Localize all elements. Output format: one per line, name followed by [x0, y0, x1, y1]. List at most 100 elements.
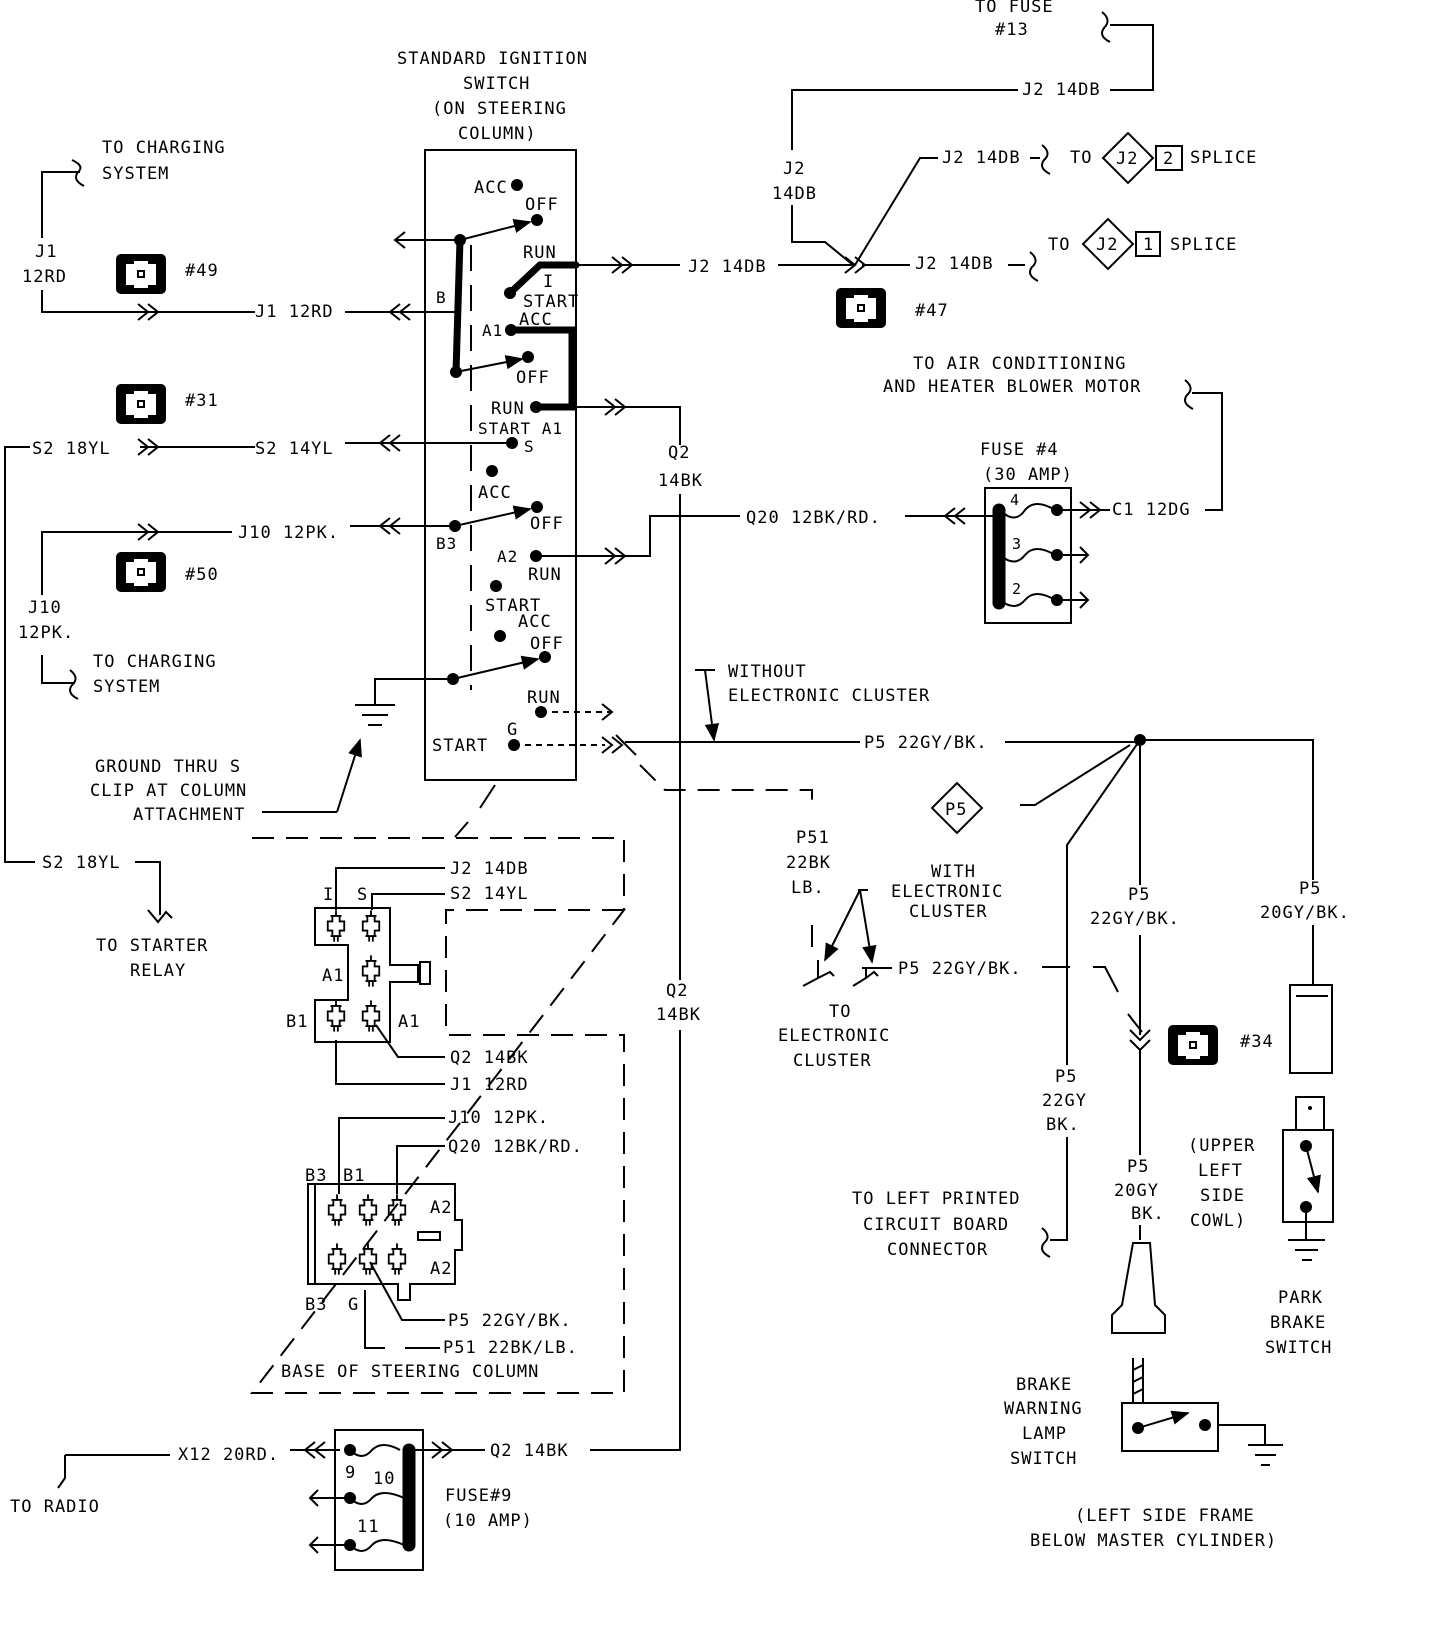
wire-label: J1 [35, 242, 57, 262]
park-brake-label: PARK [1278, 1288, 1323, 1308]
wire-label: 12RD [22, 267, 67, 287]
brake-warning-switch: BRAKE WARNING LAMP SWITCH [1004, 1242, 1283, 1469]
wire-label: J1 12RD [255, 302, 334, 322]
park-brake-label: BRAKE [1270, 1313, 1326, 1333]
wire-label: J2 14DB [942, 148, 1021, 168]
wire-label: S2 18YL [32, 439, 111, 459]
label-start-a1: START A1 [478, 419, 563, 438]
wire-label: Q2 14BK [490, 1441, 569, 1461]
label-acc: ACC [519, 310, 553, 330]
cowl-label: (UPPER [1188, 1136, 1255, 1156]
switch-title: STANDARD IGNITION [397, 49, 588, 69]
wire-label: S2 14YL [255, 439, 334, 459]
label-run: RUN [491, 399, 525, 419]
connector-50: #50 [185, 565, 219, 585]
park-brake-switch: PARK BRAKE SWITCH [1265, 984, 1334, 1358]
connector-47: #47 [915, 301, 949, 321]
pin-a2: A2 [430, 1259, 452, 1279]
fuse-slot: 3 [1012, 535, 1022, 553]
fuse-rating: (30 AMP) [983, 465, 1073, 485]
fuse-slot: 2 [1012, 580, 1022, 598]
wire-label: 12PK. [18, 623, 74, 643]
park-brake-label: SWITCH [1265, 1338, 1332, 1358]
starter-relay-label: RELAY [130, 961, 186, 981]
blower-label: TO AIR CONDITIONING [913, 354, 1126, 374]
label-run: RUN [527, 688, 561, 708]
with-cluster-label: CLUSTER [909, 902, 988, 922]
label-s: S [524, 437, 535, 456]
label-start: START [523, 292, 579, 312]
splice-number: 2 [1163, 149, 1174, 169]
ground-note: ATTACHMENT [133, 805, 245, 825]
printed-board-label: CIRCUIT BOARD [863, 1215, 1009, 1235]
pin-b1: B1 [286, 1012, 308, 1032]
wire-label: P5 [1127, 1157, 1149, 1177]
splice-label: SPLICE [1190, 148, 1257, 168]
without-cluster-label: ELECTRONIC CLUSTER [728, 686, 930, 706]
wire-label: C1 12DG [1112, 500, 1191, 520]
fuse-9: 9 10 11 FUSE#9 (10 AMP) [308, 1429, 533, 1571]
pin-a1: A1 [398, 1012, 420, 1032]
wire-label: BK. [1046, 1115, 1080, 1135]
connector-icon [116, 384, 166, 424]
ground-note: GROUND THRU S [95, 757, 241, 777]
switch-title: (ON STEERING [432, 99, 567, 119]
wire-label: LB. [791, 878, 825, 898]
charging-label: SYSTEM [93, 677, 160, 697]
base-of-steering-column: I S A1 B1 A1 J2 14DB S2 14YL Q2 14BK J1 … [249, 821, 627, 1394]
label-start: START [432, 736, 488, 756]
connector-icon [116, 552, 166, 592]
label-b3: B3 [436, 534, 457, 553]
radio-label: TO RADIO [10, 1497, 100, 1517]
ground-note: CLIP AT COLUMN [90, 781, 247, 801]
wire-label: P5 22GY/BK. [864, 733, 988, 753]
wire-label: J10 [28, 598, 62, 618]
connector-icon [1168, 1025, 1218, 1065]
connector-31: #31 [185, 391, 219, 411]
wire-label: X12 20RD. [178, 1445, 279, 1465]
splice-j2: J2 [1096, 235, 1118, 255]
wire-label: Q20 12BK/RD. [746, 508, 881, 528]
wire-label: Q2 [668, 443, 690, 463]
wire-label: 20GY/BK. [1260, 903, 1350, 923]
connector-icon [836, 288, 886, 328]
label-run: RUN [528, 565, 562, 585]
wire-label: BK. [1131, 1204, 1165, 1224]
wires [4, 11, 1314, 1489]
to-cluster-label: TO [829, 1002, 851, 1022]
label-off: OFF [530, 514, 564, 534]
fuse-title: FUSE#9 [445, 1486, 512, 1506]
label-acc: ACC [518, 612, 552, 632]
splice-to: TO [1048, 235, 1070, 255]
splice-number: 1 [1143, 235, 1154, 255]
wire-label: Q20 12BK/RD. [448, 1137, 583, 1157]
fuse-rating: (10 AMP) [443, 1511, 533, 1531]
printed-board-label: TO LEFT PRINTED [852, 1189, 1021, 1209]
to-cluster-label: CLUSTER [793, 1051, 872, 1071]
splice-label: SPLICE [1170, 235, 1237, 255]
wire-label: J10 12PK. [238, 523, 339, 543]
labels: TO FUSE #13 TO CHARGING SYSTEM J1 12RD J… [10, 0, 1350, 1551]
wire-label: J1 12RD [450, 1075, 529, 1095]
wire-label: J10 12PK. [448, 1108, 549, 1128]
wire-label: J2 14DB [915, 254, 994, 274]
label-a2: A2 [497, 547, 518, 566]
pin-g: G [348, 1295, 359, 1315]
blower-label: AND HEATER BLOWER MOTOR [883, 377, 1141, 397]
splice-j2: J2 [1116, 149, 1138, 169]
wire-label: P5 [1128, 885, 1150, 905]
wire-label: J2 14DB [450, 859, 529, 879]
splice-to: TO [1070, 148, 1092, 168]
wire-label: Q2 [666, 981, 688, 1001]
connector-icon [116, 254, 166, 294]
switch-position-labels: ACC OFF RUN I START ACC A1 B OFF RUN STA… [432, 178, 579, 756]
fuse13-label: #13 [995, 20, 1029, 40]
without-cluster-label: WITHOUT [728, 662, 807, 682]
fuse-4: FUSE #4 (30 AMP) 4 3 2 [980, 440, 1090, 624]
label-off: OFF [530, 634, 564, 654]
charging-label: TO CHARGING [93, 652, 217, 672]
splices: TO J2 2 SPLICE TO J2 1 SPLICE P5 [930, 131, 1257, 835]
wire-label: 14BK [658, 471, 703, 491]
frame-note: (LEFT SIDE FRAME [1075, 1506, 1255, 1526]
